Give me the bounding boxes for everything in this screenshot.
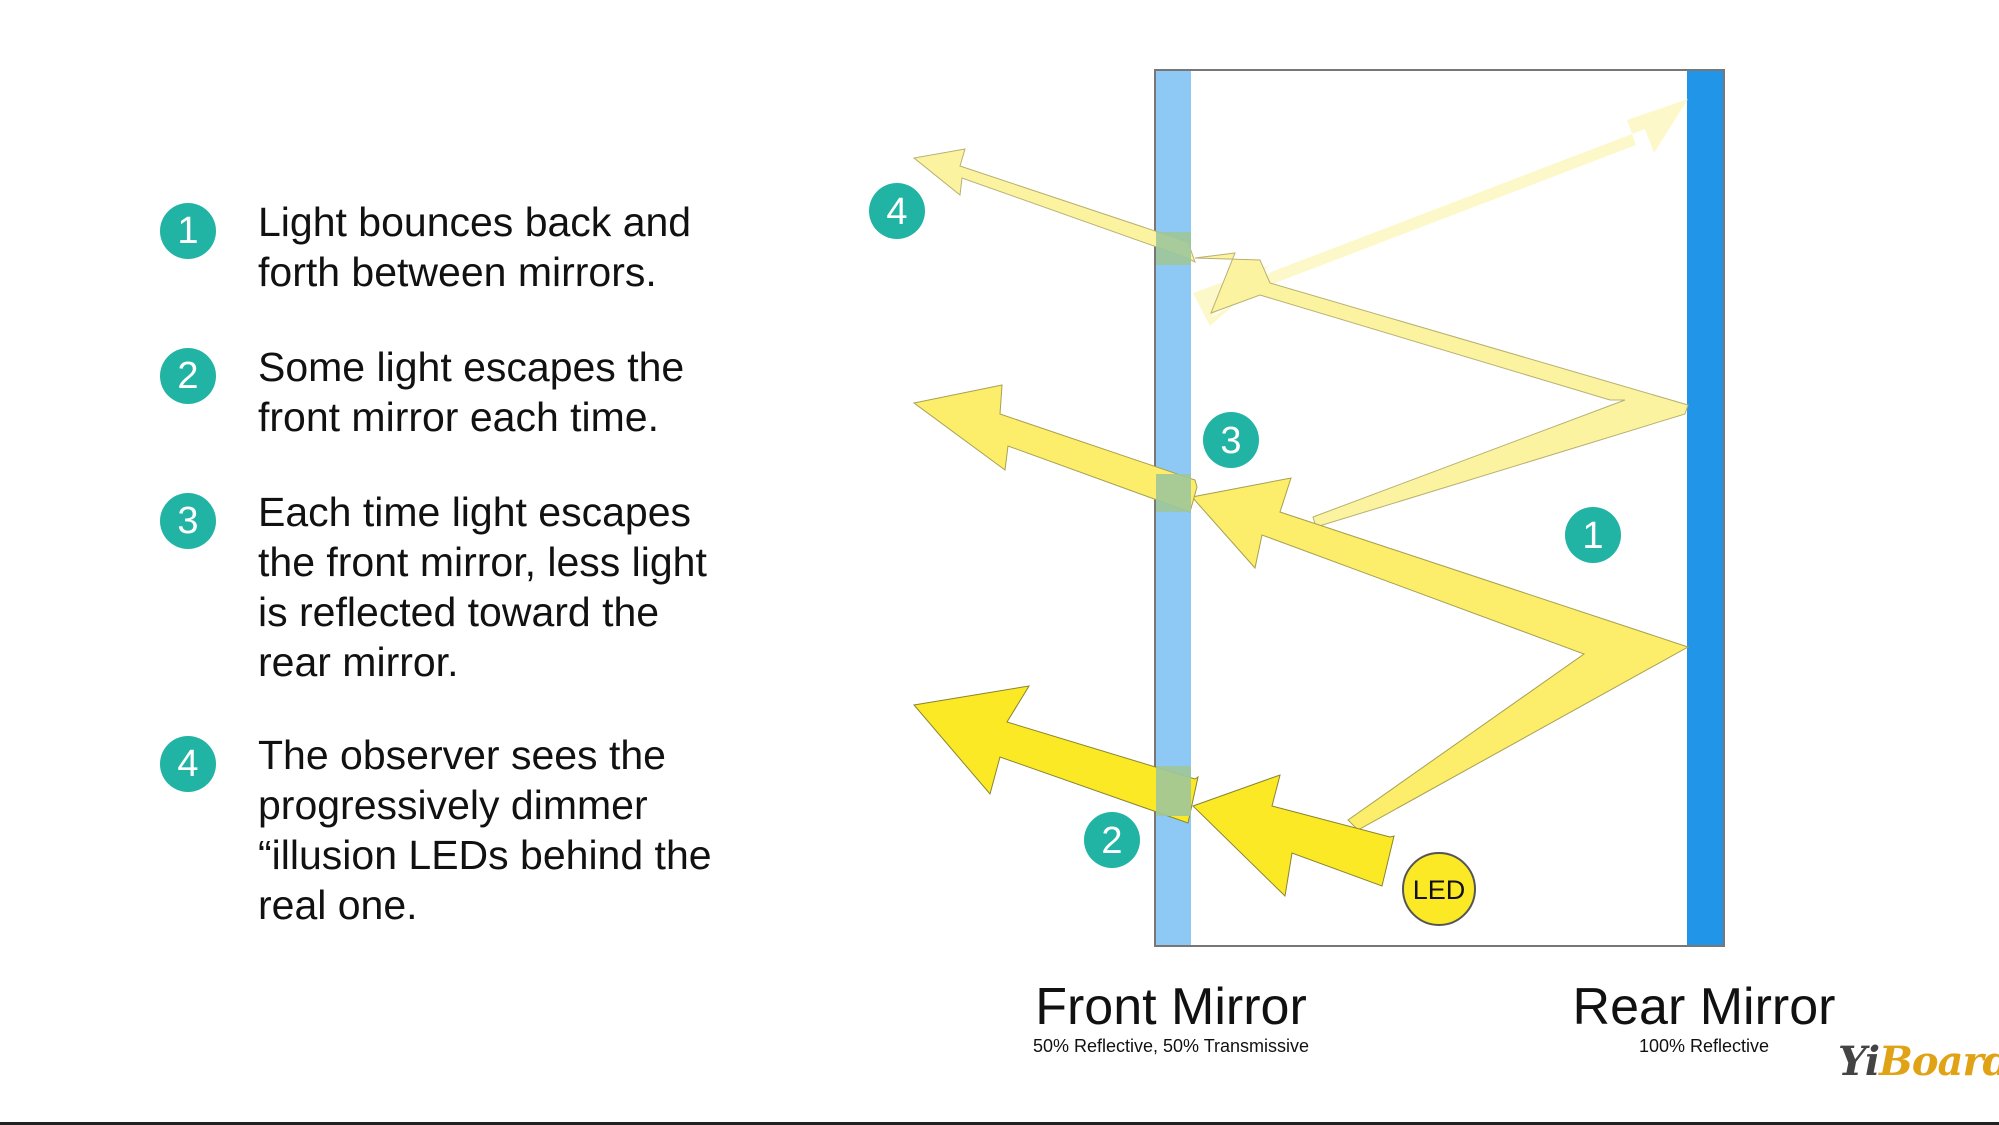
led-emission-arrow <box>1192 774 1395 898</box>
mirror-cavity-box <box>1154 69 1725 947</box>
step-text: Some light escapes the front mirror each… <box>258 344 685 440</box>
step-number-badge: 1 <box>160 203 216 259</box>
marker-3-label: 3 <box>1220 420 1241 462</box>
rear-mirror-title: Rear Mirror <box>1572 978 1836 1036</box>
marker-4-label: 4 <box>886 191 907 233</box>
marker-2-circle <box>1084 812 1140 868</box>
marker-3-circle <box>1203 412 1259 468</box>
front-mirror-subtitle: 50% Reflective, 50% Transmissive <box>1032 1036 1310 1056</box>
light-ray-zigzag-upper <box>1194 252 1689 528</box>
marker-4-circle <box>869 183 925 239</box>
rear-mirror-subtitle: 100% Reflective <box>1638 1036 1770 1056</box>
step-1: 1 Light bounces back and forth between m… <box>160 197 778 297</box>
marker-1-label: 1 <box>1582 515 1603 557</box>
step-2: 2 Some light escapes the front mirror ea… <box>160 342 778 442</box>
escape-arrow-4 <box>912 148 1196 263</box>
front-mirror-title: Front Mirror <box>1035 978 1307 1036</box>
light-ray-arrow-to-rear-faint <box>1193 99 1688 326</box>
escape-overlap-2 <box>1156 766 1191 816</box>
escape-overlap-3 <box>1156 474 1191 512</box>
step-text: The observer sees the progressively dimm… <box>258 732 712 928</box>
step-number-badge: 3 <box>160 493 216 549</box>
bottom-divider <box>0 1122 1999 1125</box>
marker-2-label: 2 <box>1101 820 1122 862</box>
step-number-badge: 4 <box>160 736 216 792</box>
logo-part-2: Board <box>1879 1038 1999 1085</box>
led-circle <box>1402 852 1476 926</box>
step-3: 3 Each time light escapes the front mirr… <box>160 487 778 687</box>
step-4: 4 The observer sees the progressively di… <box>160 730 778 930</box>
led-label: LED <box>1413 875 1466 905</box>
step-text: Each time light escapes the front mirror… <box>258 489 707 685</box>
logo-part-1: Yi <box>1838 1038 1880 1085</box>
step-text: Light bounces back and forth between mir… <box>258 199 692 295</box>
marker-1-circle <box>1565 507 1621 563</box>
step-number-badge: 2 <box>160 348 216 404</box>
escape-arrow-2 <box>913 685 1199 824</box>
escape-overlap-4 <box>1156 232 1191 265</box>
escape-arrow-3 <box>912 384 1198 513</box>
yiboard-logo: YiBoard <box>1838 1038 1999 1085</box>
rear-mirror <box>1687 71 1723 945</box>
light-ray-zigzag-lower <box>1191 477 1690 831</box>
